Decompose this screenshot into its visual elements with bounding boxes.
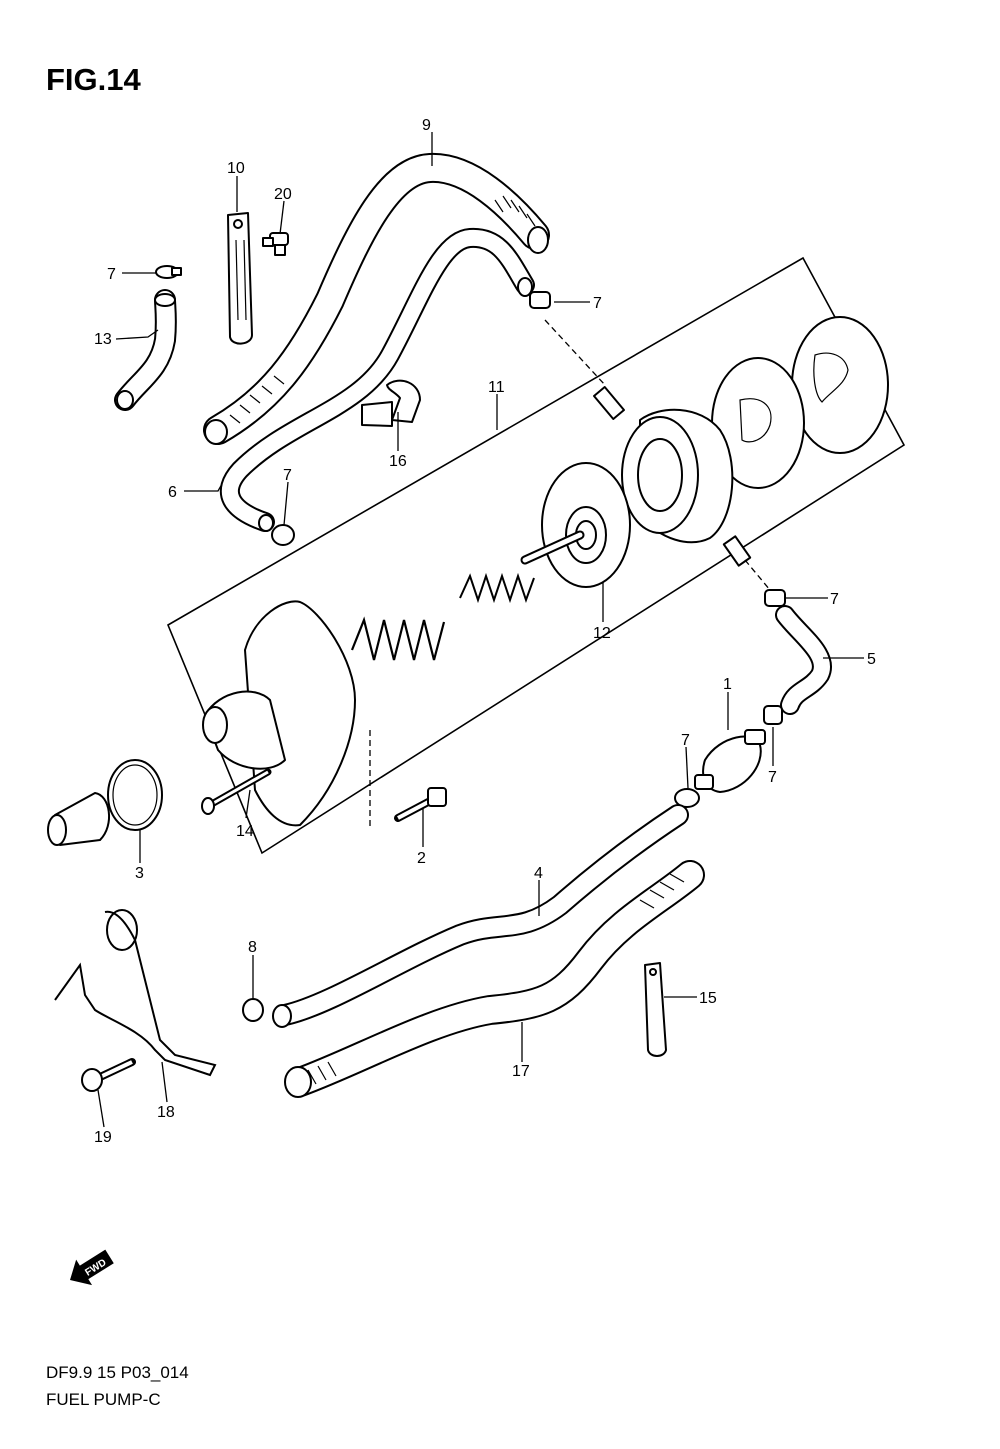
callout-13: 14 xyxy=(236,823,254,840)
callout-11: 11 xyxy=(488,379,505,396)
wire-bracket-18 xyxy=(54,909,217,1077)
leader-lines xyxy=(97,132,864,1128)
spring-small xyxy=(459,572,535,604)
callout-5: 5 xyxy=(867,651,876,668)
clamp-7-d xyxy=(764,589,786,607)
spring-large xyxy=(350,616,446,661)
diaphragm-12 xyxy=(520,462,631,588)
hose-16 xyxy=(284,860,705,1098)
pump-assembly-outline xyxy=(166,256,906,855)
screw-13 xyxy=(201,768,272,815)
bolt-2 xyxy=(394,787,447,822)
clamp-7-c xyxy=(271,524,295,546)
callout-16: 17 xyxy=(512,1063,530,1080)
bolt-20 xyxy=(262,232,289,256)
callout-15: 9 xyxy=(422,117,431,134)
clamp-7-a xyxy=(155,265,182,279)
callout-3: 3 xyxy=(135,865,144,882)
strap-9 xyxy=(644,962,667,1057)
flow-dash-b xyxy=(744,559,771,591)
callout-7-c: 7 xyxy=(283,467,292,484)
bolt-19 xyxy=(81,1058,136,1092)
callout-7-a: 7 xyxy=(107,266,116,283)
clamp-7-f xyxy=(674,788,700,808)
callout-9: 15 xyxy=(699,990,717,1007)
elbow-hose-14 xyxy=(114,289,177,411)
hose-4 xyxy=(272,804,689,1028)
hose-6 xyxy=(219,227,535,532)
hose-15 xyxy=(203,153,550,445)
strap-10 xyxy=(227,212,253,345)
flow-dash-a xyxy=(544,319,606,386)
callout-10: 10 xyxy=(227,160,245,177)
callout-14: 13 xyxy=(94,331,112,348)
fwd-arrow-icon: FWD xyxy=(70,1249,114,1286)
clamp-7-b xyxy=(529,291,551,309)
callout-20: 20 xyxy=(274,186,292,203)
clamp-7-e xyxy=(763,705,783,725)
figure-name: FUEL PUMP-C xyxy=(46,1390,161,1409)
pump-chamber xyxy=(592,386,752,567)
bracket-17 xyxy=(361,379,421,427)
callout-7-b: 7 xyxy=(593,295,602,312)
callout-7-d: 7 xyxy=(830,591,839,608)
callout-18: 18 xyxy=(157,1104,175,1121)
callout-1: 1 xyxy=(723,676,732,693)
oring-3 xyxy=(107,759,163,831)
figure-code: DF9.9 15 P03_014 xyxy=(46,1363,189,1382)
callout-2: 2 xyxy=(417,850,426,867)
callout-19: 19 xyxy=(94,1129,112,1146)
pump-cover-plate xyxy=(791,316,889,454)
callout-4: 4 xyxy=(534,865,543,882)
figure-title: FIG.14 xyxy=(46,62,141,97)
filter-plug xyxy=(47,792,111,846)
fuel-filter-1 xyxy=(694,729,766,793)
callout-17: 16 xyxy=(389,453,407,470)
hose-5 xyxy=(775,605,832,715)
callout-12: 12 xyxy=(593,625,611,642)
pump-base-flange xyxy=(202,600,356,827)
callout-7-f: 7 xyxy=(768,769,777,786)
clamp-8 xyxy=(242,998,264,1022)
callout-8: 8 xyxy=(248,939,257,956)
callout-6: 6 xyxy=(168,484,177,501)
callout-7-e: 7 xyxy=(681,732,690,749)
